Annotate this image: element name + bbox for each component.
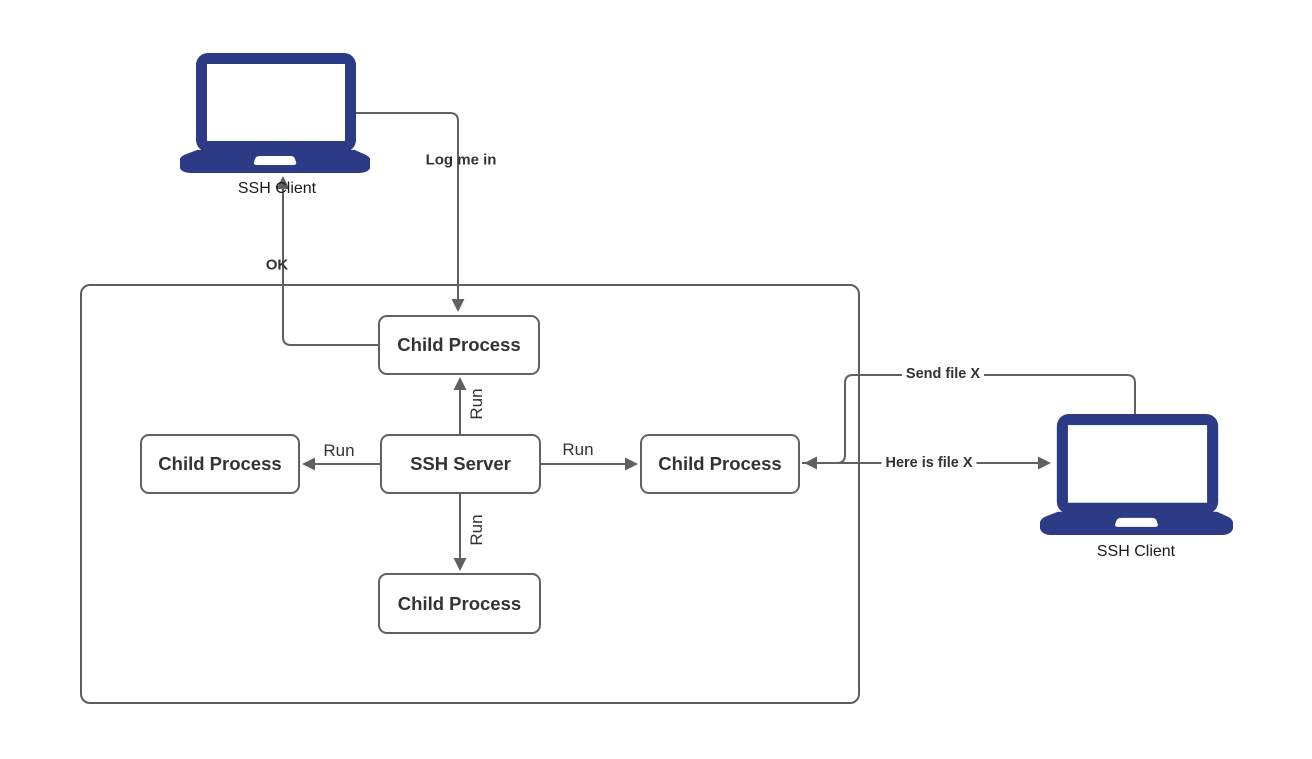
node-label: Child Process [158,453,282,474]
edge-label-run-up: Run [467,388,486,420]
laptop-icon-left [178,53,372,173]
node-ssh-server: SSH Server [380,434,541,494]
edge-label-here-is-file: Here is file X [881,455,977,471]
node-label: Child Process [397,592,522,614]
edge-label-run-right: Run [562,440,594,459]
laptop-icon-right [1039,414,1234,535]
node-child-process-bottom: Child Process [378,573,541,634]
ssh-client-left-label: SSH Client [237,180,317,197]
edge-ok [276,176,380,346]
edge-label-log-me-in: Log me in [425,151,497,169]
node-label: Child Process [397,334,521,355]
node-child-process-right: Child Process [640,434,800,494]
node-label: SSH Server [410,453,511,474]
node-label: Child Process [658,453,782,474]
edge-log-me-in [356,112,465,312]
node-child-process-top: Child Process [378,315,540,375]
edge-label-run-left: Run [323,441,355,460]
node-child-process-left: Child Process [140,434,300,494]
edge-label-run-down: Run [467,514,486,546]
edge-label-send-file: Send file X [901,366,985,382]
ssh-client-right-label: SSH Client [1096,543,1176,560]
edge-label-ok: OK [265,256,289,274]
server-boundary-box [80,284,860,704]
edge-send-file [804,374,1136,470]
